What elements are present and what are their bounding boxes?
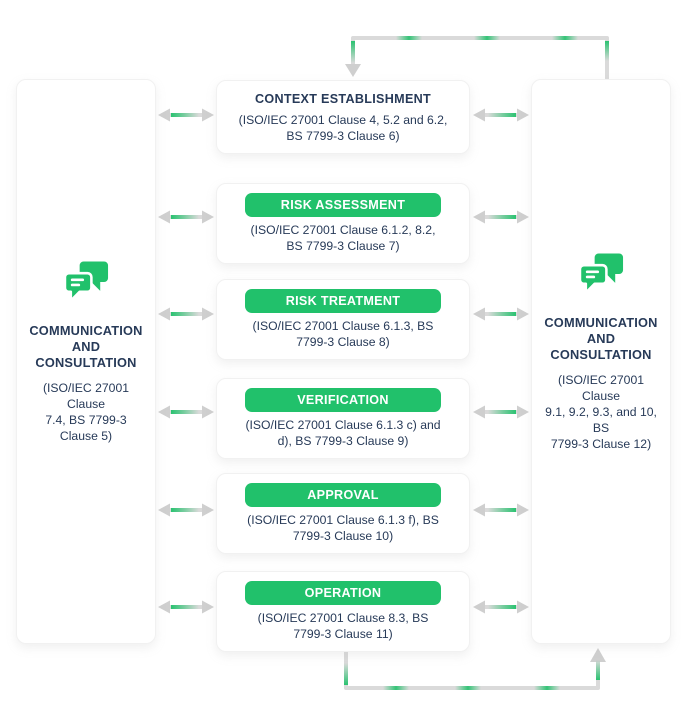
bidirectional-arrows-right	[473, 108, 529, 614]
bidirectional-arrow	[158, 600, 214, 614]
bidirectional-arrow	[158, 210, 214, 224]
stage-title-pill: OPERATION	[245, 581, 441, 605]
stage-clause: (ISO/IEC 27001 Clause 6.1.3, BS 7799-3 C…	[252, 319, 434, 350]
process-box-operation: OPERATION (ISO/IEC 27001 Clause 8.3, BS …	[216, 571, 470, 653]
bidirectional-arrows-left	[158, 108, 214, 614]
bidirectional-arrow	[158, 108, 214, 122]
chat-bubbles-icon	[63, 261, 108, 302]
stage-title-pill: VERIFICATION	[245, 388, 441, 412]
bidirectional-arrow	[158, 307, 214, 321]
stage-title: CONTEXT ESTABLISHMENT	[254, 92, 432, 106]
stage-title-pill: RISK TREATMENT	[245, 289, 441, 313]
stage-title-pill: APPROVAL	[245, 483, 441, 507]
stage-clause: (ISO/IEC 27001 Clause 6.1.3 c) and d), B…	[245, 418, 441, 449]
bidirectional-arrow	[473, 405, 529, 419]
communication-panel-right: COMMUNICATION AND CONSULTATION (ISO/IEC …	[531, 79, 671, 644]
bidirectional-arrow	[158, 503, 214, 517]
chat-bubbles-icon	[578, 253, 623, 294]
communication-panel-left: COMMUNICATION AND CONSULTATION (ISO/IEC …	[16, 79, 156, 644]
bidirectional-arrow	[158, 405, 214, 419]
stage-clause: (ISO/IEC 27001 Clause 6.1.2, 8.2, BS 779…	[250, 223, 436, 254]
panel-clause: (ISO/IEC 27001 Clause 7.4, BS 7799-3 Cla…	[42, 380, 130, 444]
process-box-approval: APPROVAL (ISO/IEC 27001 Clause 6.1.3 f),…	[216, 473, 470, 555]
stage-clause: (ISO/IEC 27001 Clause 6.1.3 f), BS 7799-…	[247, 513, 439, 544]
process-box-verification: VERIFICATION (ISO/IEC 27001 Clause 6.1.3…	[216, 378, 470, 460]
bottom-feedback-connector	[344, 644, 606, 690]
stage-clause: (ISO/IEC 27001 Clause 8.3, BS 7799-3 Cla…	[257, 611, 429, 642]
process-box-context-establishment: CONTEXT ESTABLISHMENT (ISO/IEC 27001 Cla…	[216, 80, 470, 155]
stage-clause: (ISO/IEC 27001 Clause 4, 5.2 and 6.2, BS…	[238, 113, 448, 144]
panel-clause: (ISO/IEC 27001 Clause 9.1, 9.2, 9.3, and…	[545, 372, 657, 452]
bidirectional-arrow	[473, 600, 529, 614]
panel-title: COMMUNICATION AND CONSULTATION	[544, 314, 658, 362]
bidirectional-arrow	[473, 307, 529, 321]
stage-title-pill: RISK ASSESSMENT	[245, 193, 441, 217]
bidirectional-arrow	[473, 108, 529, 122]
bidirectional-arrow	[473, 210, 529, 224]
panel-title: COMMUNICATION AND CONSULTATION	[29, 322, 143, 370]
process-box-risk-assessment: RISK ASSESSMENT (ISO/IEC 27001 Clause 6.…	[216, 183, 470, 265]
top-feedback-connector	[345, 36, 609, 80]
process-box-risk-treatment: RISK TREATMENT (ISO/IEC 27001 Clause 6.1…	[216, 279, 470, 361]
bidirectional-arrow	[473, 503, 529, 517]
